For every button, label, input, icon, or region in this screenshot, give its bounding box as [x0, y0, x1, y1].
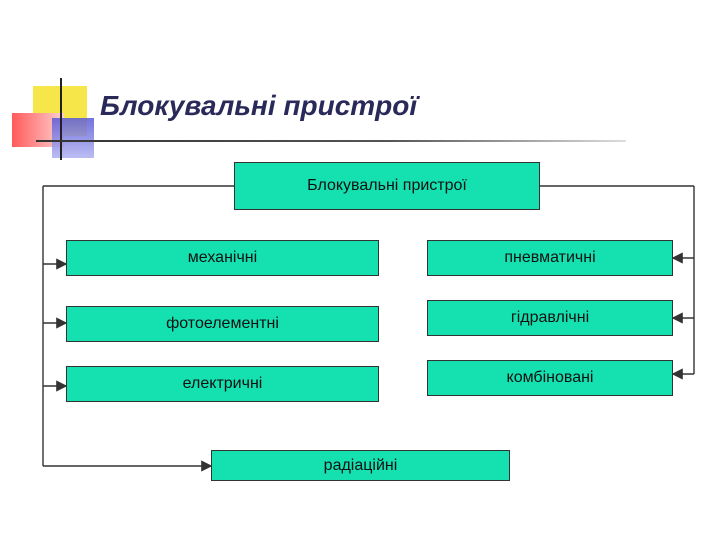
- node-electric: електричні: [66, 366, 379, 402]
- node-combined: комбіновані: [427, 360, 673, 396]
- node-mechanical: механічні: [66, 240, 379, 276]
- node-hydraulic: гідравлічні: [427, 300, 673, 336]
- root-node: Блокувальні пристрої: [234, 162, 540, 210]
- node-pneumatic: пневматичні: [427, 240, 673, 276]
- node-radiation: радіаційні: [211, 450, 510, 481]
- node-photoelement: фотоелементні: [66, 306, 379, 342]
